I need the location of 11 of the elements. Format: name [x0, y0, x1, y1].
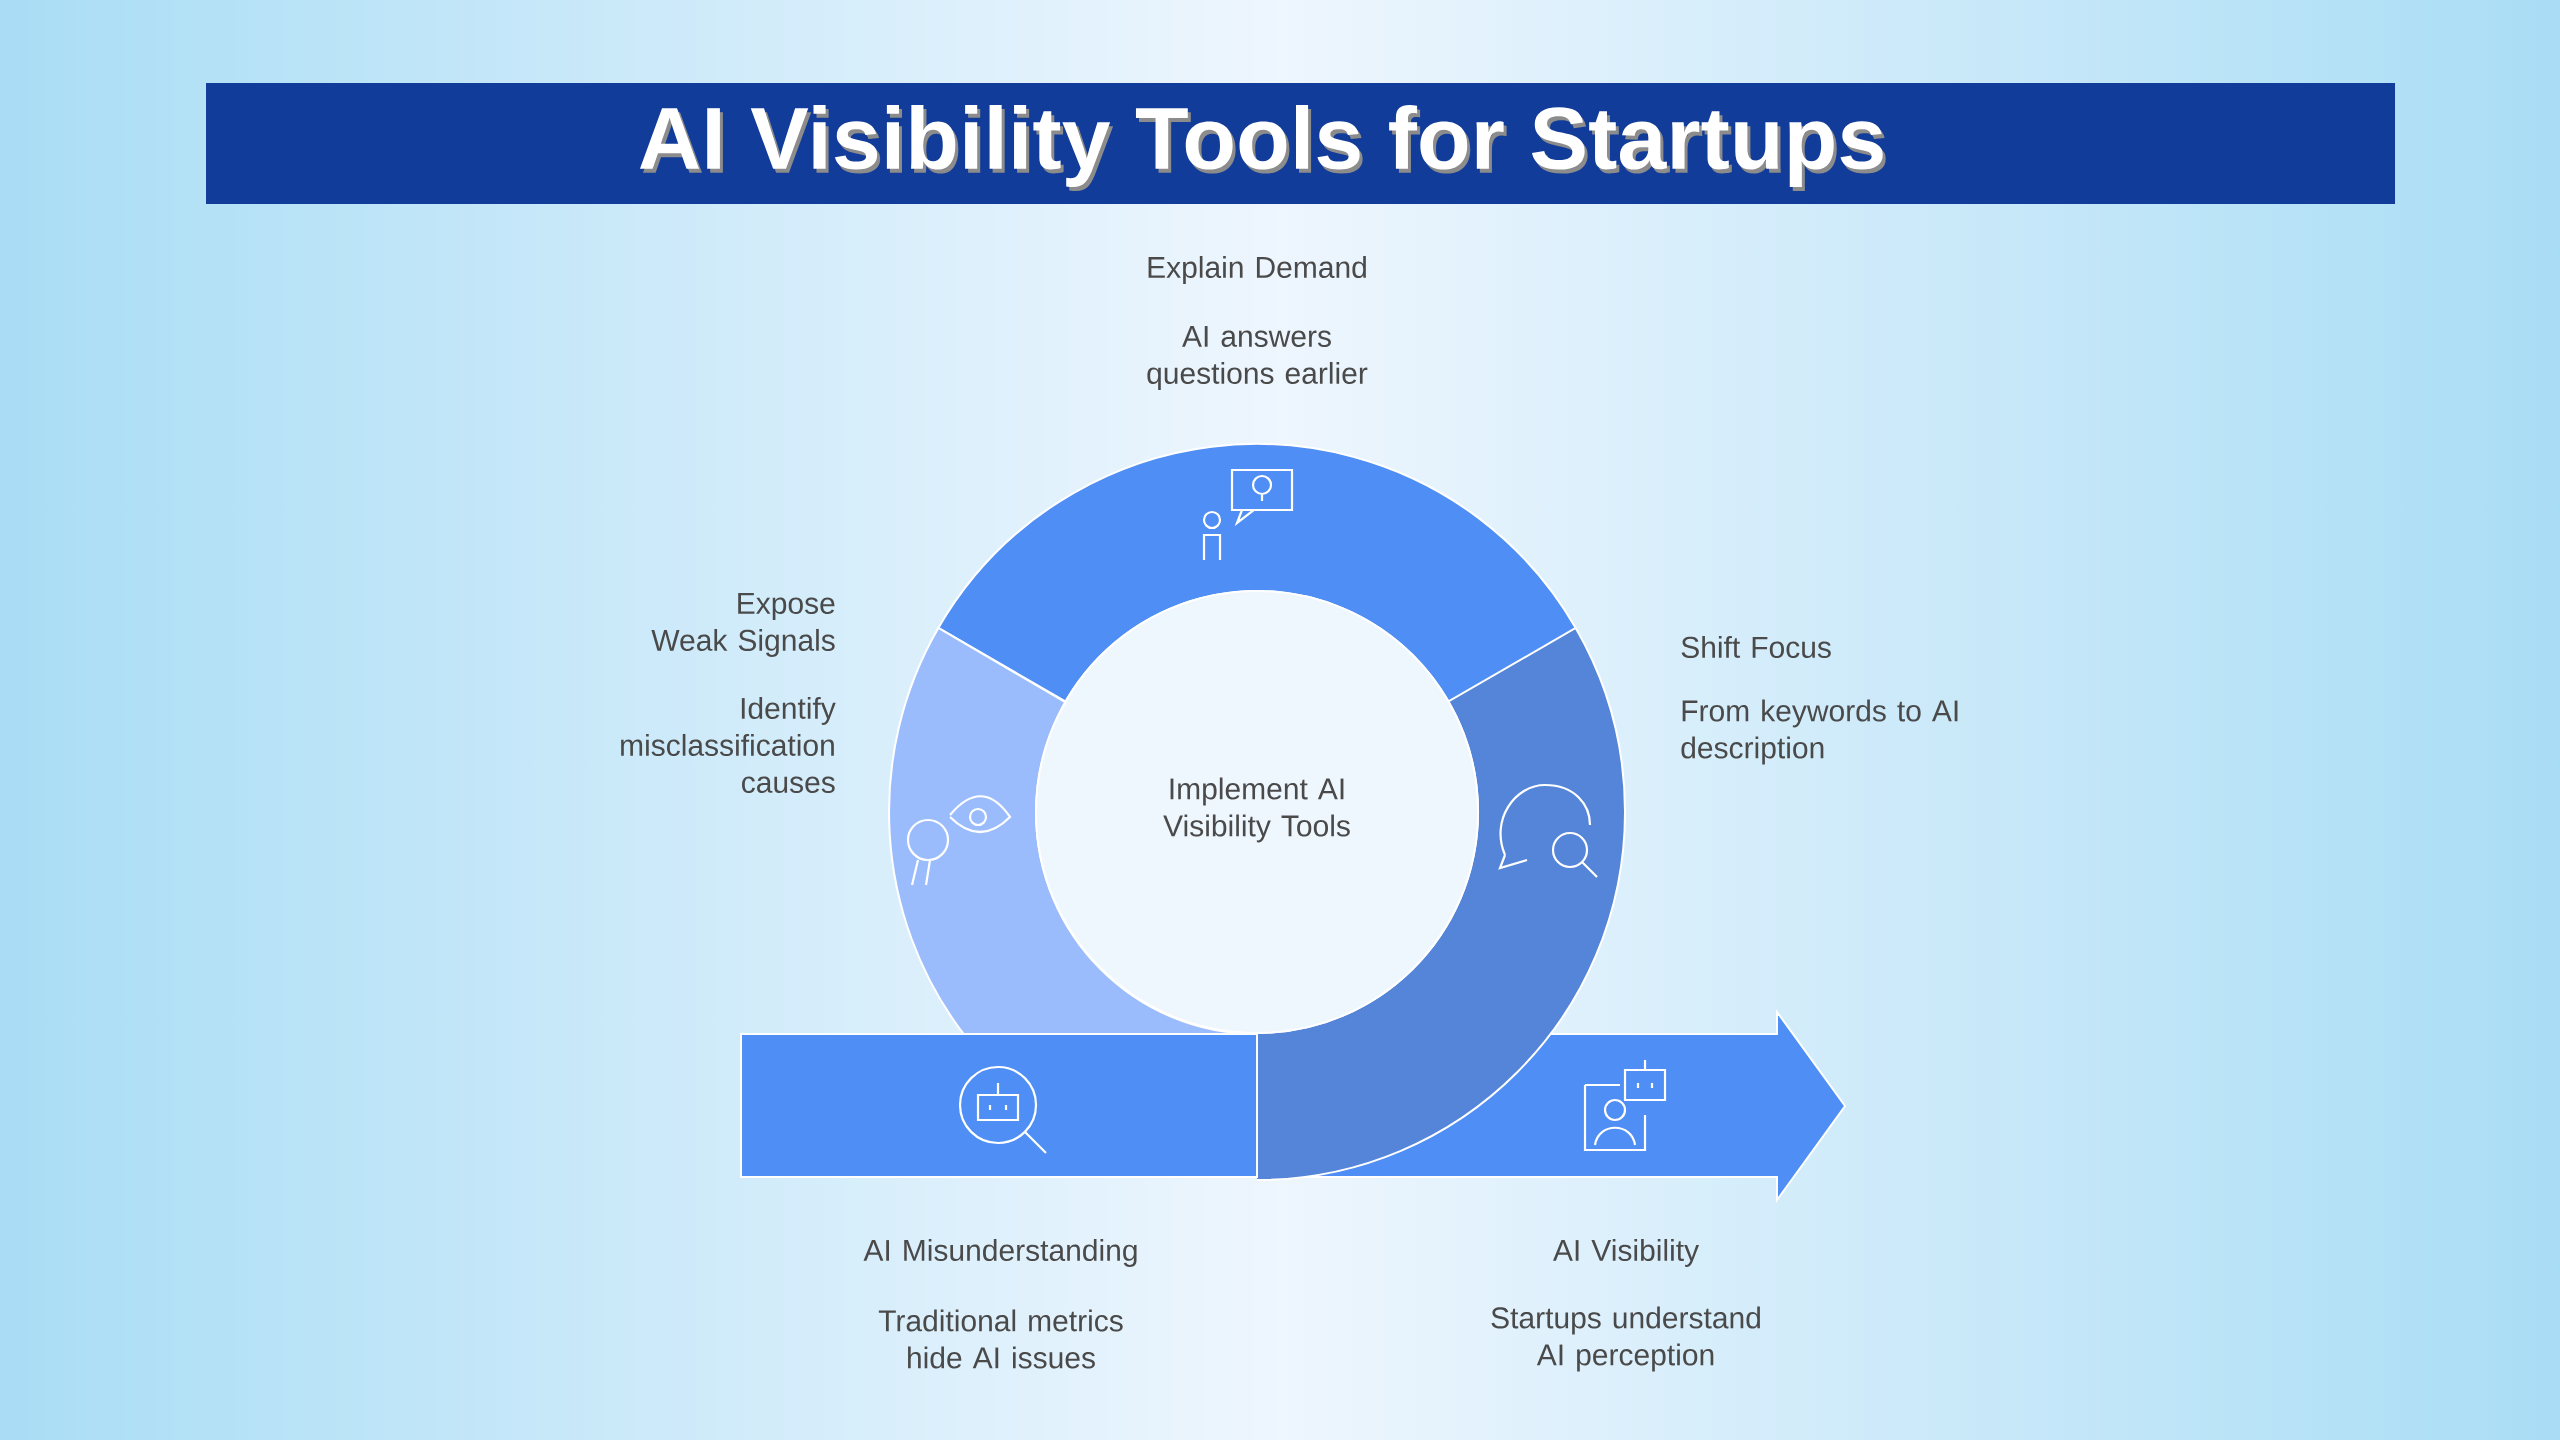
- segment-heading: Shift Focus: [1681, 635, 1831, 658]
- segment-description: AI answers questions earlier: [1147, 326, 1368, 390]
- segment-heading: Expose Weak Signals: [651, 593, 835, 657]
- segment-heading: AI Visibility: [1553, 1239, 1700, 1267]
- segment-heading: Explain Demand: [1148, 256, 1366, 284]
- segment-heading: Implement AI Visibility Tools: [1163, 777, 1350, 843]
- segment-heading: AI Misunderstanding: [863, 1239, 1137, 1267]
- segment-description: Startups understand AI perception: [1491, 1306, 1760, 1372]
- segment-description: From keywords to AI description: [1681, 699, 1958, 765]
- segment-description: Identify misclassification causes: [621, 696, 836, 793]
- segment-description: Traditional metrics hide AI issues: [878, 1309, 1123, 1369]
